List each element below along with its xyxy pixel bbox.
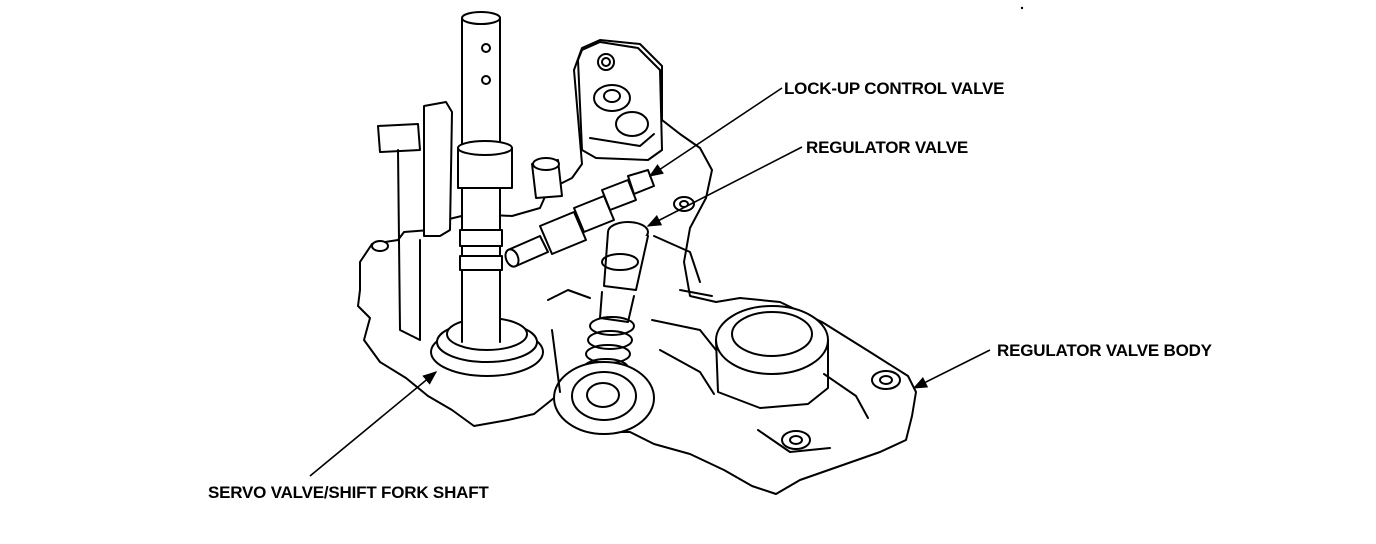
print-speck <box>1020 6 1024 10</box>
lockup-control-valve-spool <box>504 169 655 268</box>
servo-leader-line <box>309 371 438 477</box>
lockup-control-valve-label: LOCK-UP CONTROL VALVE <box>784 79 1005 98</box>
tower-boss-lower <box>615 111 649 137</box>
lockup-leader-line <box>648 87 783 177</box>
left-support-plate <box>423 101 453 237</box>
regulator-valve-label: REGULATOR VALVE <box>806 138 968 157</box>
left-bracket <box>377 123 421 153</box>
regulator-valve-spool <box>599 221 649 323</box>
body-leader-line <box>912 349 991 389</box>
body-bolt-hole-left <box>371 240 389 252</box>
regulator-valve-body-label: REGULATOR VALVE BODY <box>997 341 1212 360</box>
servo-shaft-top <box>461 11 501 25</box>
servo-valve-shift-fork-shaft-label: SERVO VALVE/SHIFT FORK SHAFT <box>208 483 489 502</box>
regulator-leader-line <box>646 146 803 227</box>
